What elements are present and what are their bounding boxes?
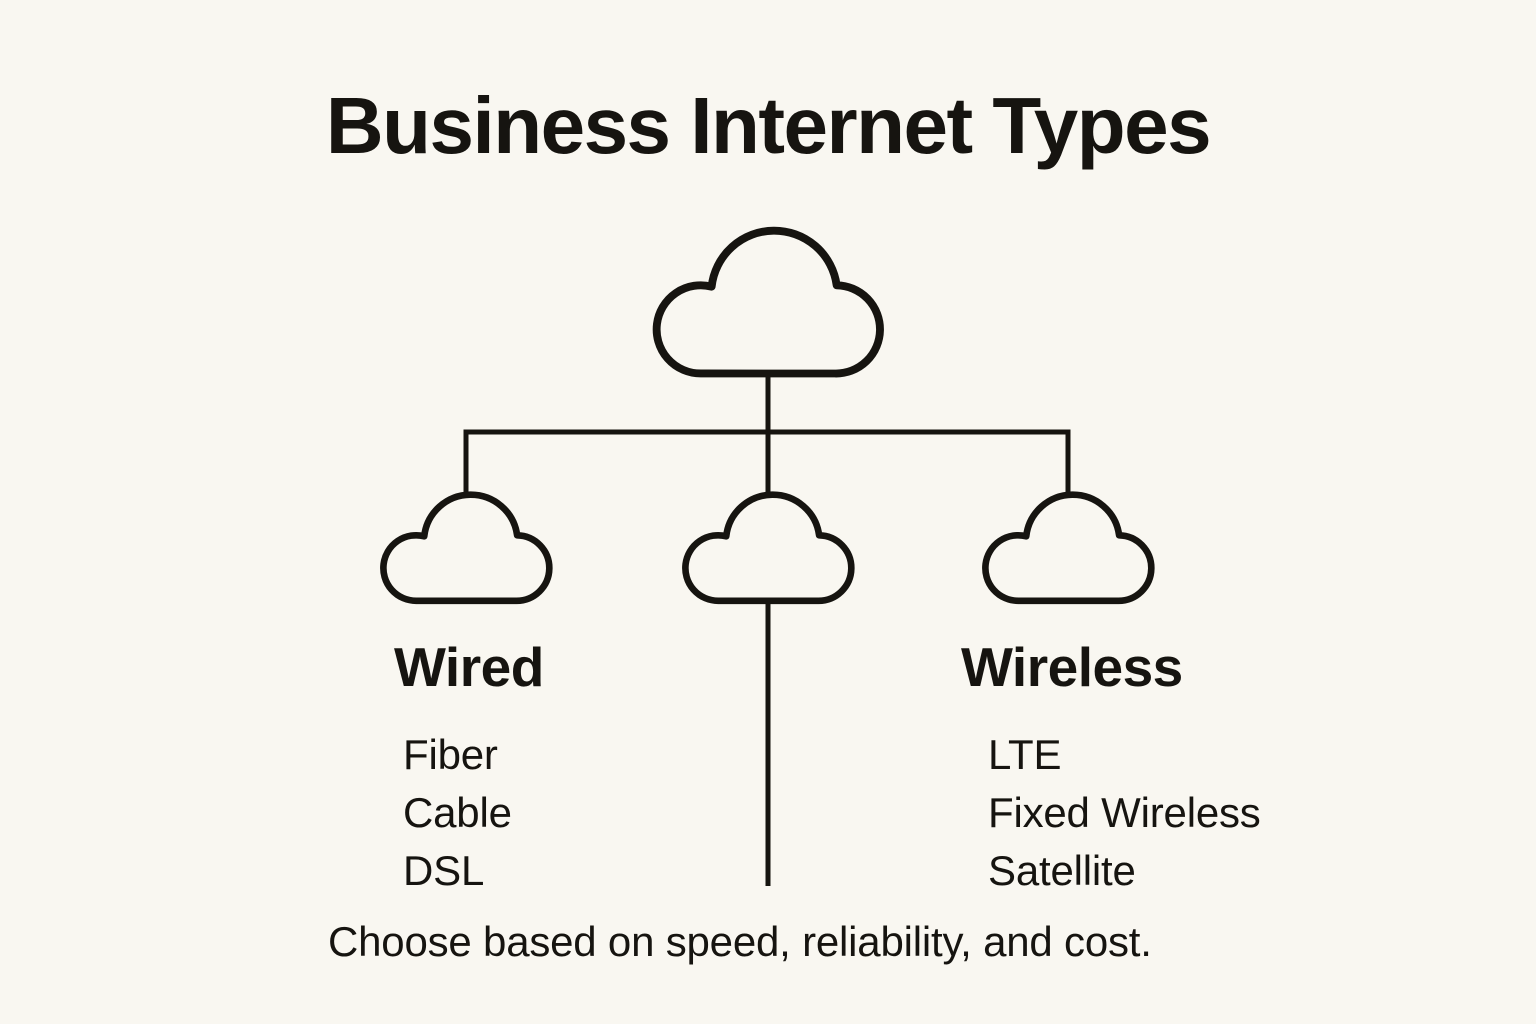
cloud-icon-root [657,231,880,374]
cloud-icon-wireless [985,495,1151,601]
cloud-icon-center [685,495,851,601]
connector-lines [463,372,1071,886]
list-item: LTE [988,731,1062,778]
wireless-branch-label: Wireless [961,636,1183,698]
list-item: Fixed Wireless [988,789,1261,836]
list-item: Satellite [988,847,1136,894]
caption: Choose based on speed, reliability, and … [328,918,1152,965]
page-title: Business Internet Types [325,81,1212,170]
wireless-branch-items: LTE Fixed Wireless Satellite [988,726,1261,900]
wired-branch-label: Wired [394,636,544,698]
cloud-icon-wired [383,495,549,601]
list-item: DSL [403,847,485,894]
branch-line [463,429,1071,500]
wired-branch-items: Fiber Cable DSL [403,726,512,900]
list-item: Cable [403,789,512,836]
list-item: Fiber [403,731,498,778]
